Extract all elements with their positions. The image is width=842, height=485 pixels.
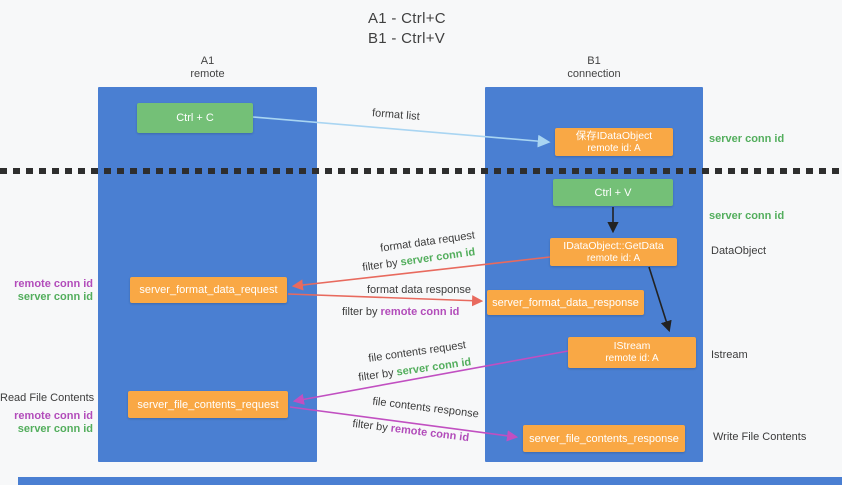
filter-by-text: filter by xyxy=(361,257,399,274)
label-format-list: format list xyxy=(371,107,421,123)
remote-conn-id-text: remote conn id xyxy=(380,306,460,318)
node-server-file-contents-request: server_file_contents_request xyxy=(128,391,288,418)
istream-line2: remote id: A xyxy=(605,353,659,364)
save-idataobject-line2: remote id: A xyxy=(587,142,641,154)
node-server-format-data-response: server_format_data_response xyxy=(487,290,644,315)
next-lane-strip xyxy=(18,477,842,485)
lane-left-role: remote xyxy=(190,68,225,80)
lane-header-left: A1 remote xyxy=(98,55,317,81)
label-format-data-response: format data response xyxy=(367,284,471,296)
save-idataobject-line1: 保存IDataObject xyxy=(575,129,653,142)
title-line-2: B1 - Ctrl+V xyxy=(368,30,446,47)
node-istream: IStream remote id: A xyxy=(568,337,696,368)
format-request-label: server_format_data_request xyxy=(139,284,278,296)
file-response-label: server_file_contents_response xyxy=(529,432,679,445)
label-filter-by-remote-conn-2: filter by remote conn id xyxy=(352,418,470,445)
label-server-conn-id-mid: server conn id xyxy=(709,210,785,222)
label-filter-by-remote-conn-1: filter by remote conn id xyxy=(342,306,459,319)
phase-separator-dashed-line xyxy=(0,168,842,174)
file-request-label: server_file_contents_request xyxy=(137,398,279,411)
istream-line1: IStream xyxy=(613,340,651,352)
lane-left-id: A1 xyxy=(200,55,215,67)
label-server-conn-id-1: server conn id xyxy=(17,291,93,303)
label-write-file-contents: Write File Contents xyxy=(713,431,807,443)
getdata-line1: IDataObject::GetData xyxy=(563,239,664,252)
node-server-file-contents-response: server_file_contents_response xyxy=(523,425,685,452)
label-server-conn-id-top: server conn id xyxy=(709,133,785,145)
label-remote-conn-id-1: remote conn id xyxy=(14,278,93,290)
label-file-contents-response: file contents response xyxy=(371,395,480,421)
label-read-file-contents: Read File Contents xyxy=(0,392,95,404)
node-server-format-data-request: server_format_data_request xyxy=(130,277,287,303)
filter-by-text: filter by xyxy=(351,417,389,435)
lane-right-id: B1 xyxy=(587,55,601,67)
label-remote-conn-id-2: remote conn id xyxy=(14,410,93,422)
format-response-label: server_format_data_response xyxy=(492,296,639,309)
filter-by-text: filter by xyxy=(342,306,378,318)
node-ctrl-c: Ctrl + C xyxy=(137,103,253,133)
lane-right-role: connection xyxy=(567,68,621,80)
remote-conn-id-text: remote conn id xyxy=(390,422,470,445)
ctrl-c-label: Ctrl + C xyxy=(176,112,214,124)
getdata-line2: remote id: A xyxy=(586,252,641,264)
title-line-1: A1 - Ctrl+C xyxy=(368,10,446,27)
label-dataobject: DataObject xyxy=(711,245,767,257)
node-save-idataobject: 保存IDataObject remote id: A xyxy=(555,128,673,156)
label-filter-by-server-conn-1: filter by server conn id xyxy=(362,246,476,275)
node-ctrl-v: Ctrl + V xyxy=(553,179,673,206)
diagram-title: A1 - Ctrl+C B1 - Ctrl+V xyxy=(368,9,446,49)
label-server-conn-id-2: server conn id xyxy=(17,423,93,435)
lane-header-right: B1 connection xyxy=(485,55,703,81)
filter-by-text: filter by xyxy=(357,367,395,384)
ctrl-v-label: Ctrl + V xyxy=(594,186,632,199)
node-idataobject-getdata: IDataObject::GetData remote id: A xyxy=(550,238,677,266)
label-istream: Istream xyxy=(711,349,748,361)
